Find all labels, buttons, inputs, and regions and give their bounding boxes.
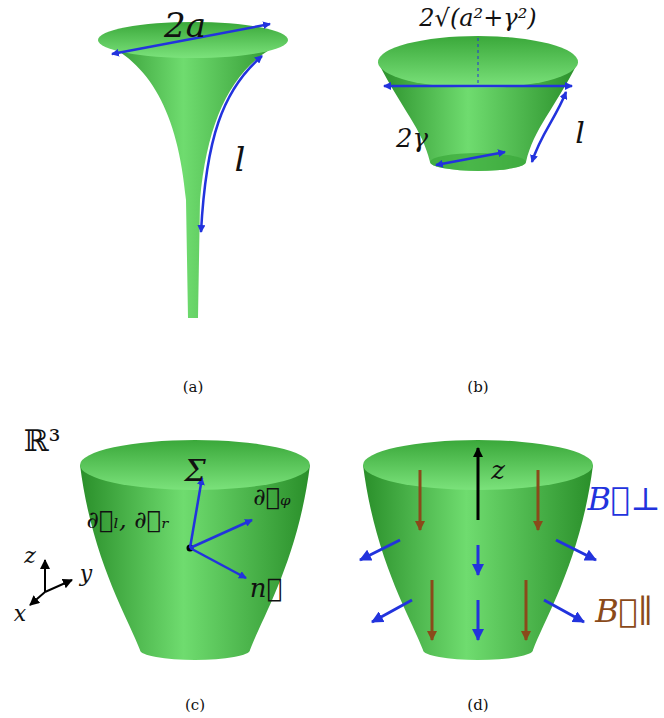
axis-label: x: [14, 602, 26, 626]
axis-label: z: [491, 456, 505, 485]
dimension-label: 2√(a²+γ²): [419, 5, 536, 31]
length-label: l: [575, 116, 585, 149]
panel-label: (d): [467, 697, 488, 714]
axis-label: z: [24, 544, 36, 568]
surface-label: Σ: [184, 454, 205, 487]
space-label: ℝ³: [24, 424, 61, 457]
field-label: B⃗∥: [595, 594, 653, 629]
length-label: l: [235, 141, 246, 178]
dimension-label: 2a: [164, 7, 206, 44]
axis-label: y: [80, 562, 92, 586]
panel-label: (c): [185, 697, 205, 714]
vector-label: ∂⃗ₗ, ∂⃗ᵣ: [86, 507, 169, 533]
panel-label: (a): [183, 379, 204, 396]
panel-label: (b): [467, 379, 488, 396]
vector-label: ∂⃗ᵩ: [253, 484, 290, 510]
dimension-label: 2γ: [396, 124, 428, 153]
field-label: B⃗⊥: [588, 482, 661, 517]
vector-label: n⃗: [250, 574, 282, 603]
